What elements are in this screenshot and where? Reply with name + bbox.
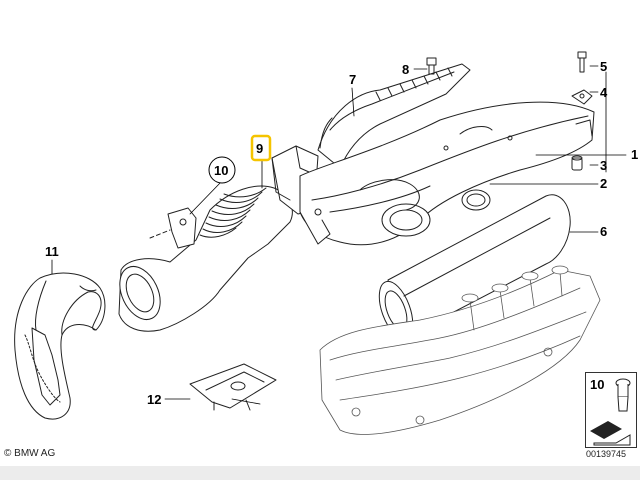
callout-12: 12 <box>147 392 161 407</box>
part-4-nut-clip <box>571 89 593 105</box>
callout-labels: 1 2 3 4 5 6 7 8 9 10 11 12 <box>45 59 638 407</box>
callout-leader-lines <box>51 65 627 405</box>
footer-bar <box>0 466 640 480</box>
callout-10: 10 <box>214 163 228 178</box>
image-number: 00139745 <box>586 449 627 459</box>
callout-9: 9 <box>256 141 263 156</box>
part-8-screw <box>426 57 437 75</box>
callout-7: 7 <box>349 72 356 87</box>
callout-6: 6 <box>600 224 607 239</box>
callout-4: 4 <box>600 85 608 100</box>
reference-box-label: 10 <box>590 377 605 392</box>
callout-8: 8 <box>402 62 409 77</box>
callout-11: 11 <box>45 244 59 259</box>
screw-icon <box>590 378 631 446</box>
engine-valve-cover <box>319 265 601 435</box>
callout-2: 2 <box>600 176 607 191</box>
part-2-seal-ring <box>461 189 491 211</box>
part-12-mounting-bracket <box>189 363 277 411</box>
part-5-screw <box>577 51 587 73</box>
part-9-intake-duct <box>118 145 319 332</box>
callout-5: 5 <box>600 59 607 74</box>
part-10-bracket <box>149 207 197 249</box>
part-11-duct-elbow <box>14 272 106 420</box>
part-7-cover-strip <box>317 63 471 169</box>
callout-1: 1 <box>631 147 638 162</box>
part-3-grommet <box>571 155 583 171</box>
part-1-2-air-filter-cover <box>299 101 595 246</box>
callout-10-circle <box>208 156 236 184</box>
copyright-notice: © BMW AG <box>4 448 56 459</box>
callout-3: 3 <box>600 158 607 173</box>
screw-reference-box: 10 <box>585 372 637 448</box>
callout-9-highlight-frame <box>250 134 272 162</box>
